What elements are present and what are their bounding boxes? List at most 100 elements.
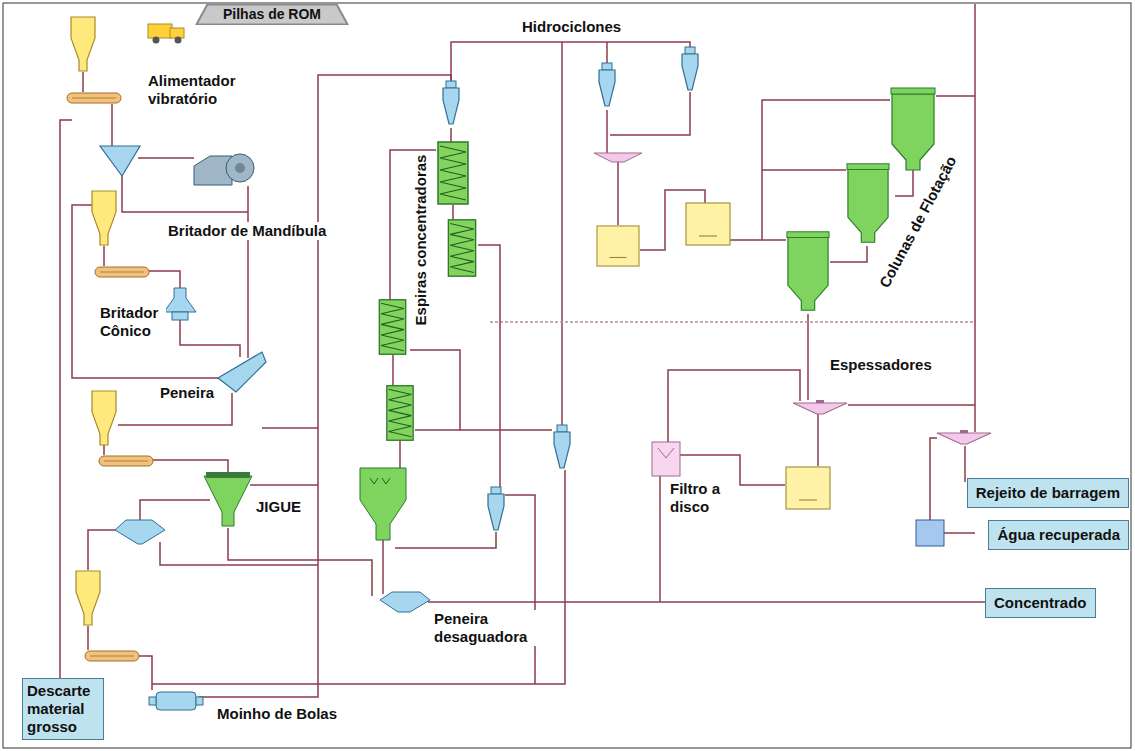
pipe [450, 128, 452, 142]
jig-body [204, 476, 252, 526]
spiral [448, 220, 475, 276]
pipe [198, 75, 451, 697]
truck-icon [148, 24, 184, 44]
pipe [228, 528, 372, 596]
tank-body [360, 468, 406, 540]
hydrocyclone [554, 425, 570, 468]
equipment-label: JIGUE [254, 498, 303, 516]
pipe [659, 476, 661, 602]
grizzly [100, 146, 140, 176]
hopper [76, 571, 100, 625]
equipment-label: Britador Cônico [98, 304, 166, 340]
pipe [895, 170, 913, 196]
pipe [936, 95, 975, 97]
pipe [103, 246, 105, 266]
filter-mark [658, 448, 674, 458]
pipe [382, 540, 384, 594]
pipe [848, 404, 975, 406]
equipment-label: Peneira [158, 384, 216, 402]
pipe [60, 120, 72, 678]
pipe [399, 440, 401, 468]
box-text: Rejeito de barragem [976, 484, 1120, 502]
pipe [762, 239, 786, 241]
box-text: Concentrado [994, 594, 1087, 612]
pipe [392, 355, 394, 386]
cone-base [172, 312, 188, 320]
jig-screen [206, 472, 250, 478]
vibrating-feeder [67, 93, 121, 103]
hydrocyclone [488, 487, 504, 530]
truck-cab [170, 28, 184, 38]
pipe [395, 532, 496, 548]
pipe [415, 429, 460, 431]
mill-trunnion [196, 697, 203, 705]
pipe [451, 42, 690, 82]
pipe [974, 4, 976, 432]
hydrocyclone [682, 47, 698, 90]
equipment-label: Moinho de Bolas [215, 705, 339, 723]
pipes [60, 4, 990, 697]
pipe [247, 186, 249, 358]
pipe [138, 656, 152, 690]
pipe [87, 626, 89, 650]
pipe [930, 438, 937, 520]
truck-body [148, 24, 172, 38]
pipe [140, 500, 210, 520]
pipe [617, 162, 619, 225]
pipe [606, 42, 608, 64]
tank [686, 203, 730, 245]
output-box: Concentrado [985, 588, 1096, 618]
dewatering-screen [380, 592, 430, 612]
box-text: Pilhas de ROM [223, 6, 321, 23]
green-tank [360, 468, 406, 540]
feeder [85, 651, 139, 661]
frame [3, 3, 1131, 748]
filter-body [652, 442, 680, 476]
equipment-label: Alimentador vibratório [146, 72, 250, 108]
pipe [150, 460, 228, 472]
flotation-column [847, 164, 889, 242]
hopper [92, 391, 116, 445]
output-box: Descarte material grosso [22, 678, 104, 740]
tank [786, 467, 830, 509]
equipment-label: Britador de Mandíbula [166, 222, 328, 240]
cone-crusher [164, 288, 196, 320]
pipe [410, 350, 552, 430]
pipe [111, 104, 113, 146]
water-tank [916, 520, 944, 546]
pipe [610, 92, 690, 135]
pipe [478, 245, 500, 322]
spiral [379, 300, 405, 354]
screen [594, 153, 642, 162]
pipe [180, 320, 240, 357]
disc-filter [652, 442, 680, 476]
pipe [262, 427, 318, 429]
ball-mill [149, 692, 203, 710]
pipe [817, 414, 819, 466]
truck-wheel [175, 37, 182, 44]
hopper [92, 191, 116, 245]
mill-trunnion [149, 697, 156, 705]
thickener [937, 430, 991, 444]
jaw-flywheel [226, 154, 254, 182]
equipment-label: Colunas de Flotação [875, 151, 962, 293]
hydrocyclone [443, 81, 459, 124]
equipment-label: Hidrociclones [520, 18, 623, 36]
equipment-label: Espiras concentradoras [412, 153, 430, 328]
mill-drum [156, 692, 196, 710]
pipe [830, 246, 867, 262]
pipe [490, 321, 975, 323]
jaw-hub [235, 163, 245, 173]
tank-mark [370, 478, 390, 484]
pipe [505, 495, 535, 684]
truck-wheel [153, 37, 160, 44]
pipe [160, 542, 318, 565]
pipe [762, 169, 846, 171]
cone-body [164, 288, 196, 312]
pipe [944, 532, 975, 534]
tank [597, 226, 639, 266]
pipe [499, 322, 501, 487]
hydrocyclone [599, 63, 615, 106]
